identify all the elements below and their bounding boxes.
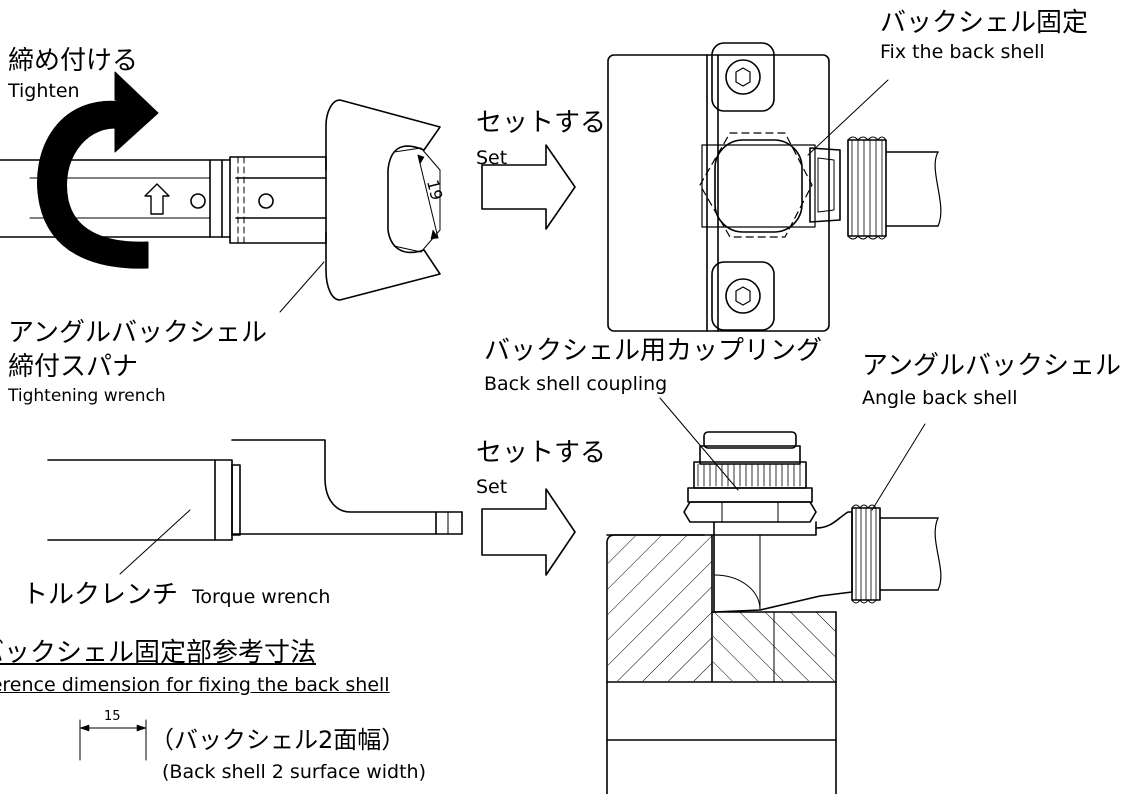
tighten-label-en: Tighten: [8, 80, 80, 102]
angle-back-shell-label-jp: アングルバックシェル: [862, 351, 1121, 381]
set-bottom-label-jp: セットする: [476, 438, 607, 468]
surface-width-dimension: [79, 719, 147, 761]
set-top-label-jp: セットする: [476, 108, 607, 138]
tightening-wrench: [0, 99, 441, 313]
wrench-label-jp-line2: 締付スパナ: [8, 352, 139, 382]
torque-wrench: [47, 439, 463, 575]
wrench-width-dimension: 19: [422, 177, 447, 203]
fix-back-shell-label-jp: バックシェル固定: [880, 8, 1089, 38]
fixture-plan-view: [607, 42, 942, 332]
coupling-label-jp: バックシェル用カップリング: [484, 336, 823, 366]
set-arrow-bottom-icon: [481, 488, 576, 576]
angle-back-shell-label-en: Angle back shell: [862, 387, 1018, 409]
reference-label-en: Reference dimension for fixing the back …: [0, 674, 390, 696]
reference-label-jp: バックシェル固定部参考寸法: [0, 638, 317, 668]
set-bottom-label-en: Set: [476, 476, 508, 498]
torque-wrench-label-en: Torque wrench: [192, 586, 331, 608]
surface-width-dim-value: 15: [104, 709, 121, 724]
set-arrow-top-icon: [481, 144, 576, 230]
surface-width-label-en: (Back shell 2 surface width): [162, 761, 426, 783]
tighten-label-jp: 締め付ける: [8, 46, 139, 76]
set-top-label-en: Set: [476, 147, 508, 169]
coupling-label-en: Back shell coupling: [484, 373, 668, 395]
fixture-section-view: [606, 397, 942, 794]
wrench-label-jp-line1: アングルバックシェル: [8, 318, 267, 348]
wrench-label-en: Tightening wrench: [8, 386, 166, 406]
rotation-arrow-icon: [37, 71, 159, 269]
surface-width-label-jp: （バックシェル2面幅）: [150, 726, 406, 754]
torque-wrench-label-jp: トルクレンチ: [22, 580, 179, 610]
fix-back-shell-label-en: Fix the back shell: [880, 41, 1045, 63]
